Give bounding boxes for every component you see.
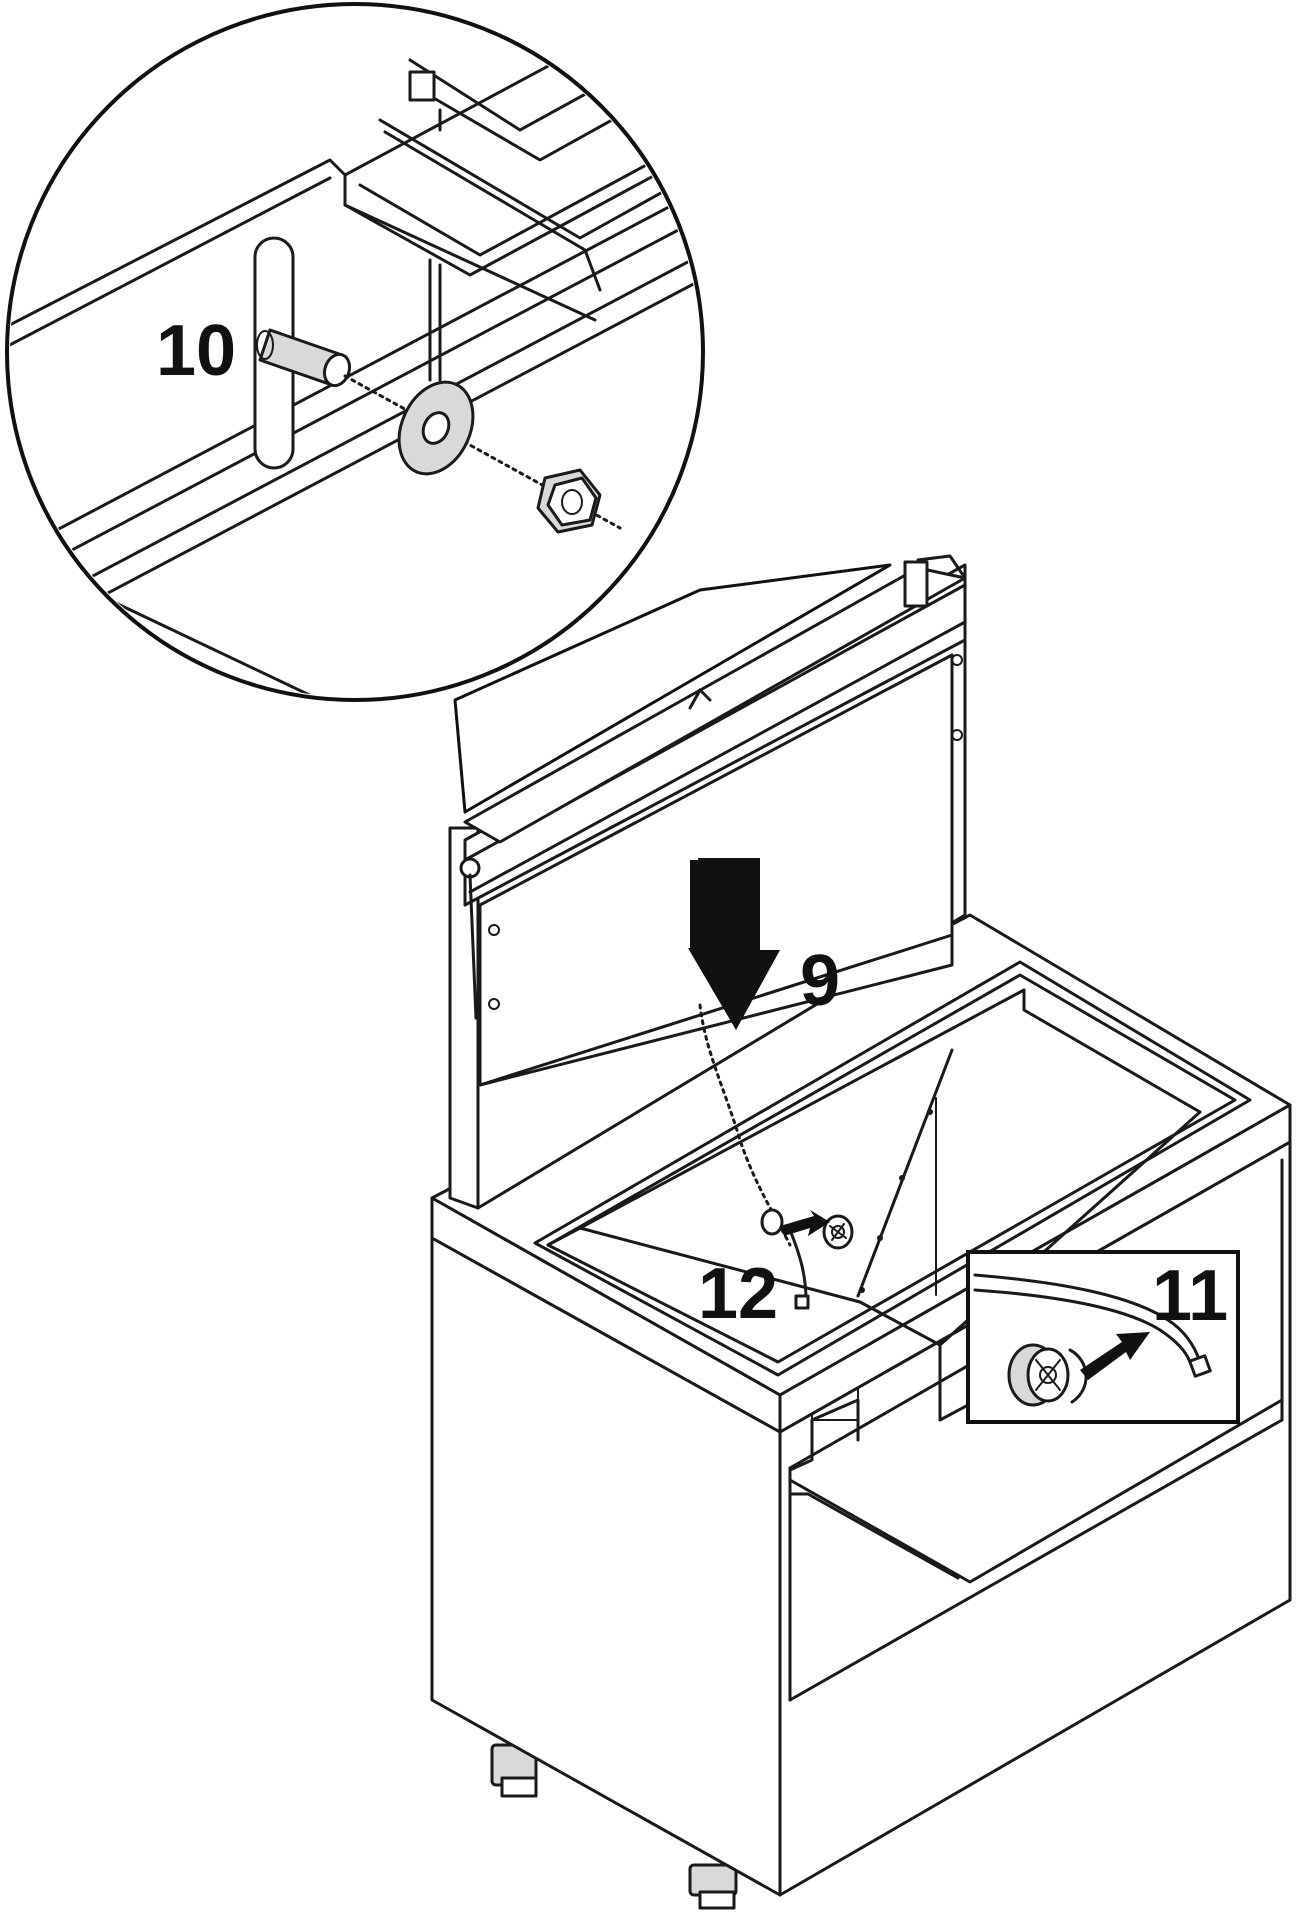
callout-step-12: 12 xyxy=(698,1254,778,1334)
grommet-large-icon xyxy=(1007,1343,1088,1407)
cabinet-legs xyxy=(490,1743,738,1910)
callout-step-11: 11 xyxy=(1152,1256,1228,1336)
basin-divider xyxy=(856,1048,954,1298)
inset-detail-box xyxy=(966,1250,1240,1424)
magnified-detail: 10 xyxy=(5,2,892,814)
hex-nut-icon xyxy=(536,468,602,534)
magnifier-circle xyxy=(5,2,705,702)
callout-step-9: 9 xyxy=(800,941,840,1021)
washer-icon xyxy=(397,380,475,476)
grommet-small-icon xyxy=(822,1214,854,1250)
callout-step-10: 10 xyxy=(156,311,236,391)
down-arrow-icon xyxy=(688,858,780,1030)
bolt-icon xyxy=(256,328,352,388)
insert-arrow-small-icon xyxy=(780,1210,830,1236)
insert-arrow-large-icon xyxy=(1080,1332,1150,1380)
thermostat-cable xyxy=(698,1003,810,1310)
